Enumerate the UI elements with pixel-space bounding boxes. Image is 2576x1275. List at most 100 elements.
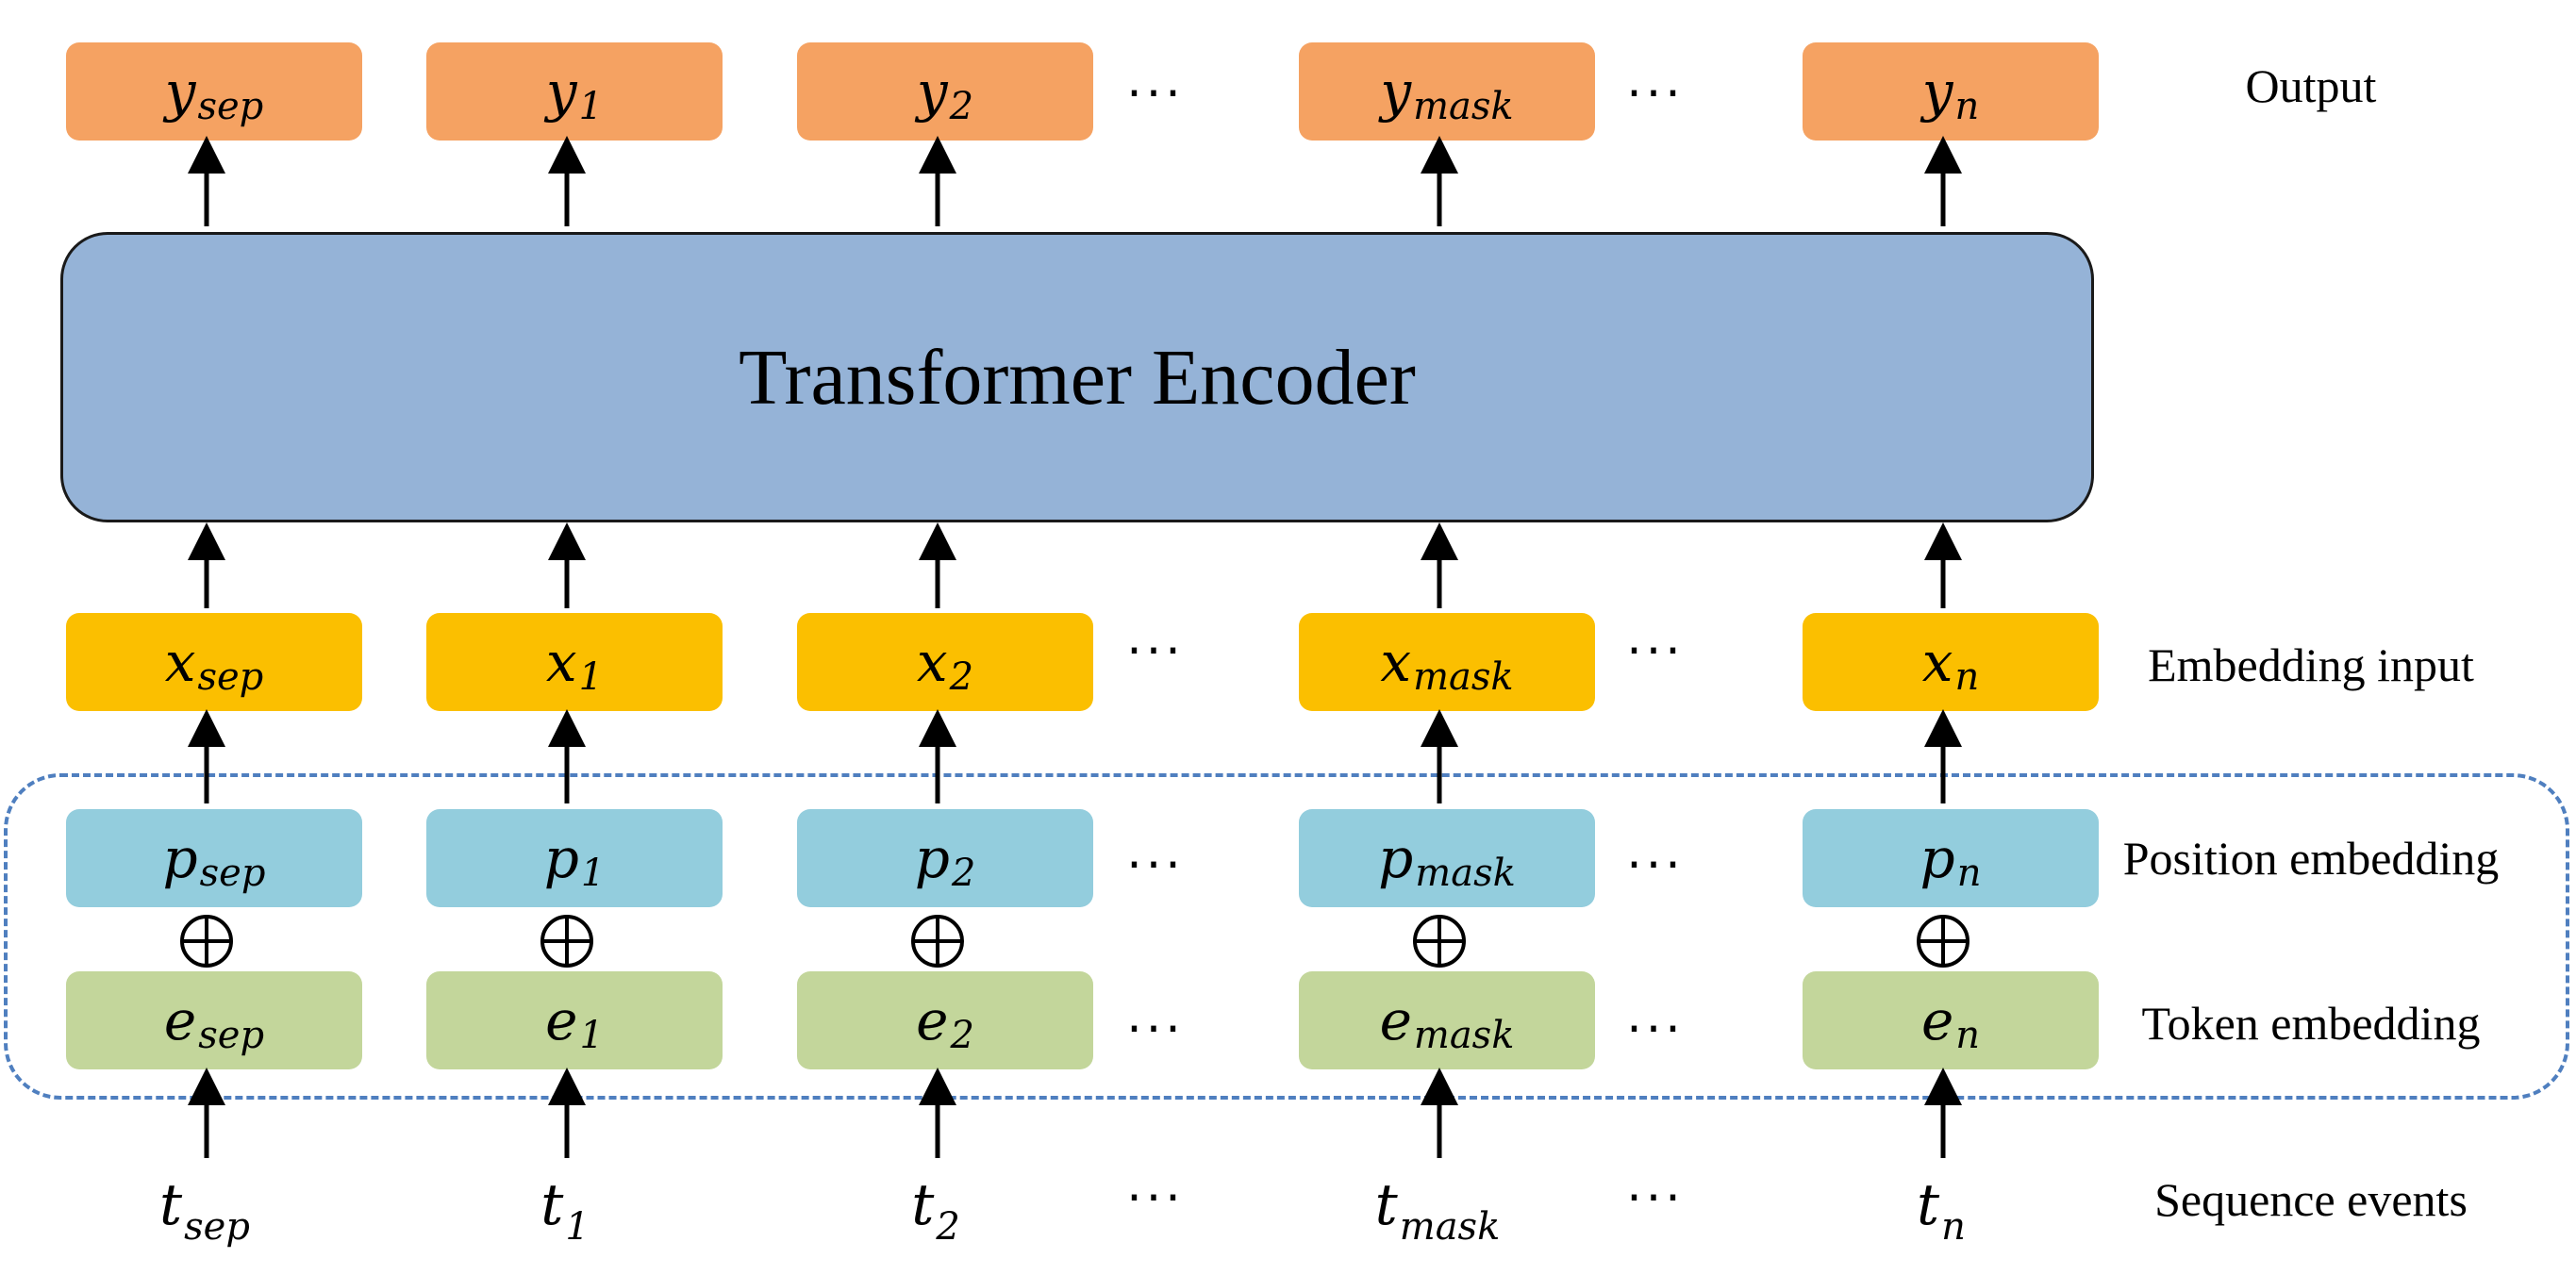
- ellipsis-position-embedding-1: ···: [1126, 837, 1185, 894]
- symbol: e: [545, 988, 578, 1052]
- subscript: 1: [579, 1014, 604, 1057]
- sequence-event-mask: tmask: [1289, 1177, 1586, 1246]
- sequence-event-sep: tsep: [57, 1177, 353, 1246]
- symbol: x: [545, 630, 577, 694]
- ellipsis-embedding-input-1: ···: [1126, 623, 1185, 680]
- subscript: 1: [578, 655, 604, 699]
- subscript: n: [1954, 85, 1980, 128]
- symbol: p: [1378, 826, 1414, 890]
- sequence-event-1: t1: [417, 1177, 713, 1246]
- subscript: mask: [1415, 852, 1516, 895]
- sequence-event-2: t2: [788, 1177, 1084, 1246]
- encoder-label: Transformer Encoder: [739, 333, 1416, 422]
- subscript: mask: [1399, 1205, 1501, 1249]
- subscript: 1: [565, 1205, 590, 1249]
- circled-plus-icon: [1915, 913, 1971, 969]
- symbol: x: [164, 630, 196, 694]
- subscript: n: [1956, 852, 1982, 895]
- symbol: e: [163, 988, 197, 1052]
- subscript: mask: [1413, 1014, 1515, 1057]
- symbol: e: [1379, 988, 1412, 1052]
- subscript: n: [1954, 655, 1980, 699]
- symbol: p: [162, 826, 198, 890]
- symbol: t: [159, 1172, 183, 1238]
- subscript: sep: [197, 85, 264, 128]
- subscript: sep: [199, 852, 266, 895]
- symbol: x: [1380, 630, 1412, 694]
- subscript: 2: [951, 852, 976, 895]
- subscript: sep: [197, 655, 264, 699]
- subscript: sep: [184, 1205, 250, 1249]
- row-label-output: Output: [2245, 59, 2377, 112]
- ellipsis-sequence-events-1: ···: [1126, 1170, 1185, 1227]
- symbol: x: [1921, 630, 1953, 694]
- symbol: y: [1921, 59, 1953, 124]
- ellipsis-output-2: ···: [1626, 66, 1685, 123]
- subscript: 2: [949, 655, 974, 699]
- row-label-sequence-events: Sequence events: [2154, 1173, 2468, 1226]
- symbol: y: [545, 59, 577, 124]
- sequence-event-n: tn: [1793, 1177, 2089, 1246]
- symbol: x: [916, 630, 948, 694]
- symbol: p: [1920, 826, 1955, 890]
- subscript: n: [1955, 1014, 1981, 1057]
- circled-plus-icon: [178, 913, 235, 969]
- symbol: e: [916, 988, 949, 1052]
- subscript: sep: [198, 1014, 265, 1057]
- subscript: n: [1941, 1205, 1966, 1249]
- ellipsis-embedding-input-2: ···: [1626, 623, 1685, 680]
- embedding-group-border: [4, 773, 2569, 1100]
- symbol: y: [916, 59, 948, 124]
- symbol: e: [1920, 988, 1954, 1052]
- symbol: p: [914, 826, 950, 890]
- symbol: t: [911, 1172, 935, 1238]
- subscript: mask: [1413, 85, 1514, 128]
- row-label-embedding-input: Embedding input: [2148, 638, 2474, 691]
- symbol: t: [540, 1172, 564, 1238]
- symbol: y: [164, 59, 196, 124]
- subscript: 1: [578, 85, 604, 128]
- ellipsis-position-embedding-2: ···: [1626, 837, 1685, 894]
- ellipsis-output-1: ···: [1126, 66, 1185, 123]
- subscript: 2: [950, 1014, 974, 1057]
- ellipsis-token-embedding-1: ···: [1126, 1002, 1185, 1058]
- ellipsis-sequence-events-2: ···: [1626, 1170, 1685, 1227]
- symbol: t: [1917, 1172, 1940, 1238]
- subscript: 1: [580, 852, 606, 895]
- row-label-token-embedding: Token embedding: [2141, 997, 2481, 1050]
- subscript: 2: [949, 85, 974, 128]
- subscript: 2: [936, 1205, 960, 1249]
- ellipsis-token-embedding-2: ···: [1626, 1002, 1685, 1058]
- circled-plus-icon: [539, 913, 595, 969]
- symbol: t: [1374, 1172, 1398, 1238]
- subscript: mask: [1413, 655, 1514, 699]
- symbol: p: [543, 826, 579, 890]
- transformer-encoder-block: Transformer Encoder: [60, 232, 2094, 522]
- circled-plus-icon: [1411, 913, 1468, 969]
- row-label-position-embedding: Position embedding: [2122, 832, 2500, 885]
- circled-plus-icon: [909, 913, 966, 969]
- symbol: y: [1380, 59, 1412, 124]
